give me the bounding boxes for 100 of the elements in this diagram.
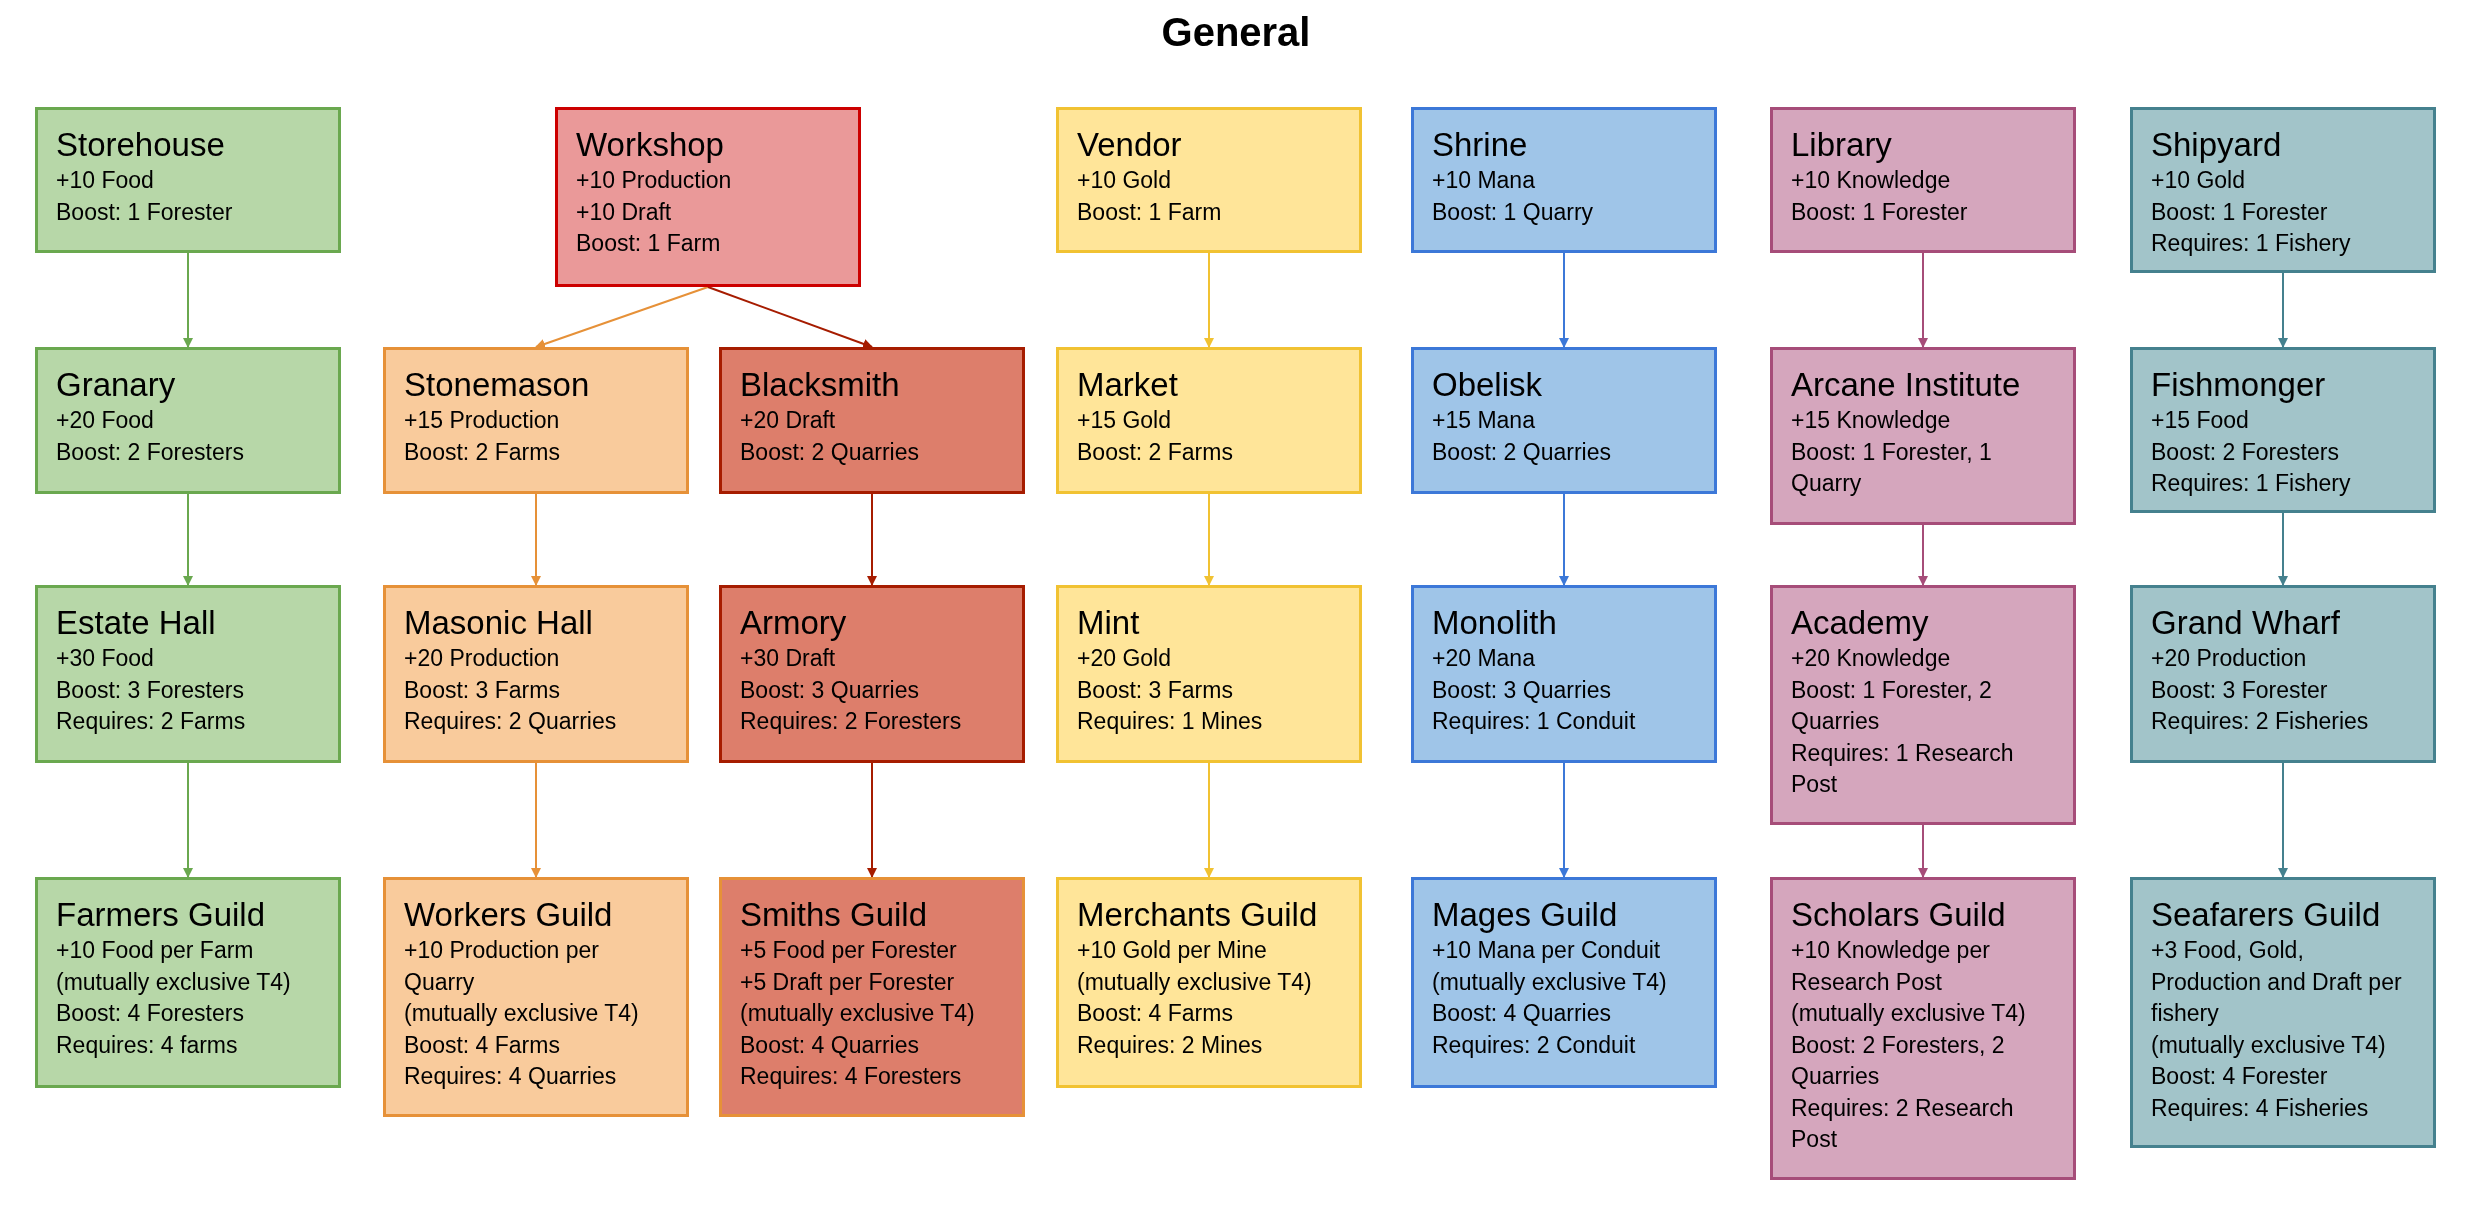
building-name: Seafarers Guild xyxy=(2151,895,2382,935)
arrow xyxy=(531,493,541,586)
building-name: Masonic Hall xyxy=(404,603,594,643)
building-detail: +3 Food, Gold, Production and Draft per fishery xyxy=(2151,936,2403,1029)
arrow xyxy=(1918,252,1928,348)
building-detail: Requires: 4 Quarries xyxy=(404,1062,618,1092)
building-name: Mages Guild xyxy=(1432,895,1619,935)
arrow xyxy=(2278,762,2288,878)
building-detail: Requires: 4 Fisheries xyxy=(2151,1093,2370,1123)
building-card xyxy=(719,347,1025,494)
building-detail: Boost: 1 Forester xyxy=(2151,197,2329,227)
building-name: Farmers Guild xyxy=(56,895,267,935)
building-name: Mint xyxy=(1077,603,1141,643)
building-detail: +10 Mana xyxy=(1432,166,1536,196)
arrow xyxy=(1204,493,1214,586)
building-detail: +20 Gold xyxy=(1077,644,1172,674)
building-detail: Requires: 1 Fishery xyxy=(2151,469,2352,499)
building-name: Merchants Guild xyxy=(1077,895,1319,935)
arrow xyxy=(1204,762,1214,878)
building-detail: Requires: 2 Farms xyxy=(56,707,247,737)
building-name: Grand Wharf xyxy=(2151,603,2341,643)
building-detail: +20 Production xyxy=(404,644,561,674)
building-card xyxy=(719,877,1025,1117)
arrow xyxy=(2278,511,2288,586)
building-detail: +10 Mana per Conduit xyxy=(1432,936,1662,966)
building-card xyxy=(1411,107,1717,253)
building-detail: (mutually exclusive T4) xyxy=(404,999,640,1029)
building-detail: +20 Draft xyxy=(740,406,837,436)
arrow xyxy=(1918,824,1928,878)
building-name: Blacksmith xyxy=(740,365,901,405)
building-detail: Boost: 2 Farms xyxy=(1077,437,1234,467)
building-detail: Boost: 4 Quarries xyxy=(1432,999,1612,1029)
building-detail: +10 Knowledge per Research Post xyxy=(1791,936,1991,997)
building-detail: Boost: 4 Farms xyxy=(1077,999,1234,1029)
building-detail: Boost: 2 Quarries xyxy=(1432,437,1612,467)
building-card xyxy=(1770,107,2076,253)
arrow xyxy=(707,286,873,349)
building-name: Granary xyxy=(56,365,177,405)
building-name: Stonemason xyxy=(404,365,591,405)
arrow xyxy=(1559,252,1569,348)
building-detail: +15 Mana xyxy=(1432,406,1536,436)
building-name: Estate Hall xyxy=(56,603,217,643)
building-detail: +15 Food xyxy=(2151,406,2250,436)
building-name: Academy xyxy=(1791,603,1930,643)
building-card xyxy=(1056,877,1362,1088)
building-detail: +10 Gold xyxy=(1077,166,1172,196)
building-name: Armory xyxy=(740,603,848,643)
building-detail: +30 Draft xyxy=(740,644,837,674)
building-detail: +10 Draft xyxy=(576,197,673,227)
building-name: Shipyard xyxy=(2151,125,2283,165)
building-detail: Boost: 2 Quarries xyxy=(740,437,920,467)
building-detail: (mutually exclusive T4) xyxy=(2151,1030,2387,1060)
building-card xyxy=(1770,347,2076,525)
building-card xyxy=(1770,877,2076,1180)
building-card xyxy=(383,585,689,763)
building-card xyxy=(1056,107,1362,253)
building-name: Obelisk xyxy=(1432,365,1544,405)
arrow xyxy=(867,493,877,586)
building-detail: Boost: 3 Foresters xyxy=(56,675,245,705)
arrow xyxy=(1918,524,1928,586)
building-detail: (mutually exclusive T4) xyxy=(1077,967,1313,997)
building-card xyxy=(35,585,341,763)
building-detail: Boost: 2 Farms xyxy=(404,437,561,467)
building-detail: +10 Food xyxy=(56,166,155,196)
building-card xyxy=(35,347,341,494)
building-card xyxy=(719,585,1025,763)
arrow xyxy=(183,762,193,878)
diagram-title: General xyxy=(1160,10,1312,55)
building-detail: Boost: 1 Farm xyxy=(1077,197,1223,227)
building-detail: Requires: 2 Quarries xyxy=(404,707,618,737)
arrow xyxy=(1204,252,1214,348)
building-detail: +10 Food per Farm xyxy=(56,936,255,966)
building-name: Storehouse xyxy=(56,125,226,165)
building-detail: Requires: 4 Foresters xyxy=(740,1062,963,1092)
building-detail: Boost: 1 Farm xyxy=(576,229,722,259)
building-detail: Requires: 1 Conduit xyxy=(1432,707,1637,737)
building-detail: Boost: 1 Forester, 2 Quarries xyxy=(1791,675,1993,737)
building-detail: +15 Gold xyxy=(1077,406,1172,436)
building-detail: +30 Food xyxy=(56,644,155,674)
building-detail: +20 Mana xyxy=(1432,644,1536,674)
arrow xyxy=(2278,271,2288,348)
building-card xyxy=(2130,877,2436,1148)
building-detail: (mutually exclusive T4) xyxy=(1791,999,2027,1029)
building-card xyxy=(1056,585,1362,763)
building-detail: +20 Food xyxy=(56,406,155,436)
building-detail: +15 Knowledge xyxy=(1791,406,1952,436)
building-detail: Requires: 1 Research Post xyxy=(1791,738,2015,800)
arrow xyxy=(183,252,193,348)
building-detail: +10 Gold xyxy=(2151,166,2246,196)
building-card xyxy=(35,877,341,1088)
building-detail: Boost: 2 Foresters xyxy=(56,437,245,467)
building-detail: +10 Production xyxy=(576,166,733,196)
building-card xyxy=(383,347,689,494)
building-detail: Boost: 1 Forester xyxy=(1791,197,1969,227)
building-detail: (mutually exclusive T4) xyxy=(740,999,976,1029)
building-detail: Boost: 2 Foresters, 2 Quarries xyxy=(1791,1030,2006,1092)
building-detail: Boost: 1 Forester, 1 Quarry xyxy=(1791,437,1993,499)
building-name: Monolith xyxy=(1432,603,1558,643)
building-detail: Requires: 1 Fishery xyxy=(2151,229,2352,259)
building-name: Scholars Guild xyxy=(1791,895,2007,935)
